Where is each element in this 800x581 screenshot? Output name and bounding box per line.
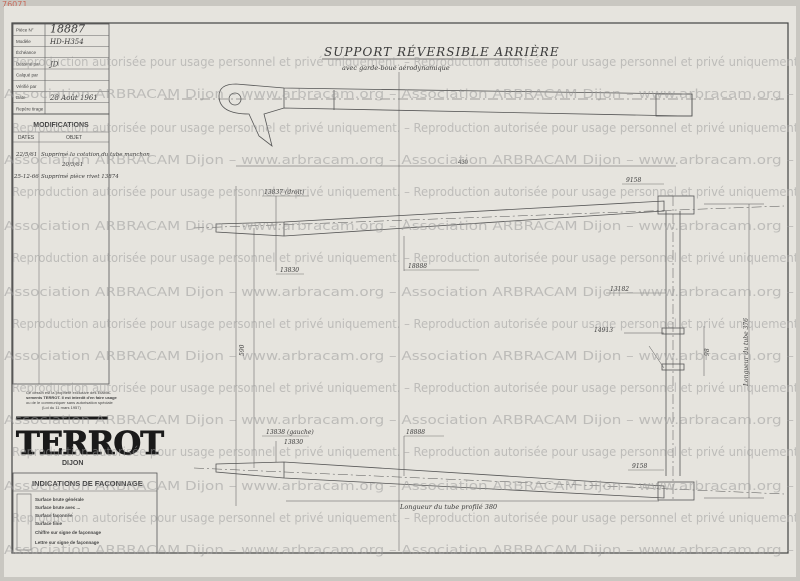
facon-item-4: Surface finie	[35, 521, 63, 526]
label-9158-top: 9158	[626, 177, 641, 184]
watermark-line: Association ARBRACAM Dijon – www.arbraca…	[4, 412, 794, 427]
label-18888-bot: 18888	[406, 429, 425, 436]
title-row-label: Pièce N°	[16, 28, 34, 33]
title-row-value: 18887	[50, 23, 85, 36]
watermark-line: Association ARBRACAM Dijon – www.arbraca…	[4, 478, 794, 493]
watermark-line: Association ARBRACAM Dijon – www.arbraca…	[4, 218, 794, 233]
brand-city: DIJON	[62, 460, 83, 467]
title-row-label: Date	[16, 95, 26, 100]
title-row-label: Repère tirage	[16, 106, 44, 111]
svg-text:430: 430	[458, 160, 469, 166]
watermark-line: Reproduction autorisée pour usage person…	[12, 380, 796, 395]
dimension-430: 430	[236, 160, 676, 167]
drawing-subtitle: avec garde-boue aérodynamique	[342, 64, 450, 72]
facon-item-3: Surface façonnée	[35, 513, 73, 518]
watermark-line: Association ARBRACAM Dijon – www.arbraca…	[4, 542, 794, 557]
label-13838: 13838 (gauche)	[266, 429, 314, 436]
sheet-border	[11, 22, 789, 554]
svg-text:sements TERROT. Il est interdi: sements TERROT. Il est interdit d'en fai…	[26, 395, 118, 400]
modifications-title: MODIFICATIONS	[33, 122, 89, 129]
dimension-lines	[235, 72, 764, 551]
svg-text:ou de le communiquer sans auto: ou de le communiquer sans autorisation s…	[26, 400, 113, 405]
mod-date-1: 22/5/61	[15, 152, 37, 158]
brand-name: TERROT	[16, 424, 164, 462]
watermark-line: Reproduction autorisée pour usage person…	[12, 510, 796, 525]
watermark-line: Reproduction autorisée pour usage person…	[12, 184, 796, 199]
watermark-line: Reproduction autorisée pour usage person…	[12, 444, 796, 459]
part-labels: 13837 (droit) 13830 18888 9158 13182 149…	[239, 177, 750, 511]
lower-tube	[193, 461, 785, 501]
label-18888-top: 18888	[408, 263, 427, 270]
label-13837: 13837 (droit)	[264, 189, 305, 196]
svg-text:(Loi du 11 mars 1957): (Loi du 11 mars 1957)	[42, 405, 82, 410]
drawing-title: SUPPORT RÉVERSIBLE ARRIÈRE	[324, 44, 560, 59]
svg-text:Ce dessin est la propriété exc: Ce dessin est la propriété exclusive des…	[26, 390, 112, 395]
label-note-bottom: Longueur du tube profilé 380	[399, 503, 497, 511]
facon-title: INDICATIONS DE FAÇONNAGE	[32, 479, 143, 488]
modifications-block: MODIFICATIONS DATES OBJET 22/5/61 Suppri…	[12, 113, 150, 385]
title-row-value: HD-H354	[49, 38, 84, 46]
title-row-label: Échéance	[16, 49, 37, 55]
title-row-value: JD	[48, 60, 59, 68]
top-view-arm	[164, 83, 784, 148]
mod-text-2: 20/5/61	[61, 162, 83, 168]
label-dim-right: 98	[704, 348, 711, 356]
mod-text-3: Supprimé pièce rivet 13874	[41, 173, 119, 180]
label-14913: 14913	[594, 327, 613, 334]
upper-tube	[193, 195, 785, 237]
watermark-line: Reproduction autorisée pour usage person…	[12, 316, 796, 331]
mod-col-object: OBJET	[66, 135, 82, 141]
watermark-line: Association ARBRACAM Dijon – www.arbraca…	[4, 152, 794, 167]
mod-text-1: Supprimé la cotation du tube manchon	[41, 151, 150, 158]
watermark-line: Association ARBRACAM Dijon – www.arbraca…	[4, 86, 794, 101]
title-row-label: Vérifié par	[16, 84, 37, 89]
facon-block: INDICATIONS DE FAÇONNAGE Surface brute g…	[12, 472, 158, 554]
mod-date-3: 25-12-66	[13, 174, 39, 180]
label-13830-bot: 13830	[284, 439, 303, 446]
watermark-line: Association ARBRACAM Dijon – www.arbraca…	[4, 348, 794, 363]
label-13830-top: 13830	[280, 267, 299, 274]
label-13182: 13182	[610, 286, 629, 293]
corner-ref: 76071	[2, 0, 28, 9]
facon-item-1: Surface brute générale	[35, 497, 84, 502]
mod-col-date: DATES	[18, 135, 35, 141]
legal-note: Ce dessin est la propriété exclusive des…	[26, 390, 118, 410]
title-row-label: Dessiné par	[16, 61, 41, 66]
title-row-value: 28 Août 1961	[49, 94, 98, 102]
watermark-line: Reproduction autorisée pour usage person…	[12, 120, 796, 135]
terrot-logo: TERROT DIJON	[16, 416, 166, 467]
facon-item-2: Surface brute avec ...	[35, 505, 80, 510]
watermark: Reproduction autorisée pour usage person…	[4, 54, 796, 557]
watermark-line: Reproduction autorisée pour usage person…	[12, 250, 796, 265]
vertical-strut	[661, 196, 685, 501]
label-note-right: Longueur du tube 376	[743, 318, 750, 387]
watermark-line: Reproduction autorisée pour usage person…	[12, 54, 796, 69]
facon-item-6: Lettre sur signe de façonnage	[35, 540, 100, 545]
label-dim-590: 590	[239, 344, 246, 356]
watermark-line: Association ARBRACAM Dijon – www.arbraca…	[4, 284, 794, 299]
label-9158-bot: 9158	[632, 463, 647, 470]
title-row-label: Modèle	[16, 39, 31, 44]
title-row-label: Calqué par	[16, 73, 39, 78]
facon-item-5: Chiffre sur signe de façonnage	[35, 530, 102, 535]
